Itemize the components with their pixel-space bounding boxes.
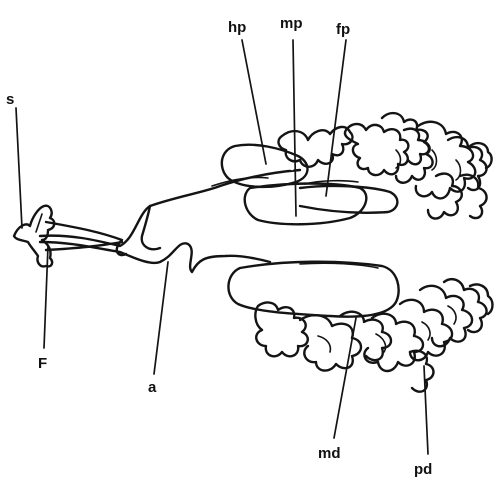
label-s: s	[6, 91, 14, 108]
label-a: a	[148, 379, 157, 396]
pointer-a	[154, 262, 168, 374]
pointer-md	[334, 318, 356, 438]
label-F: F	[38, 355, 47, 372]
upper-gland	[222, 113, 492, 224]
label-fp: fp	[336, 21, 350, 38]
label-hp: hp	[228, 19, 246, 36]
label-md: md	[318, 445, 341, 462]
label-pd: pd	[414, 461, 432, 478]
lower-gland	[228, 262, 492, 392]
pointer-fp	[326, 40, 346, 196]
pointer-s	[16, 108, 22, 228]
label-mp: mp	[280, 15, 303, 32]
upper-coil	[279, 127, 353, 167]
pointer-mp	[293, 40, 296, 216]
pointer-F	[44, 246, 48, 348]
labels: s F a hp mp fp md pd	[6, 15, 432, 478]
lobe-fp	[300, 186, 397, 213]
